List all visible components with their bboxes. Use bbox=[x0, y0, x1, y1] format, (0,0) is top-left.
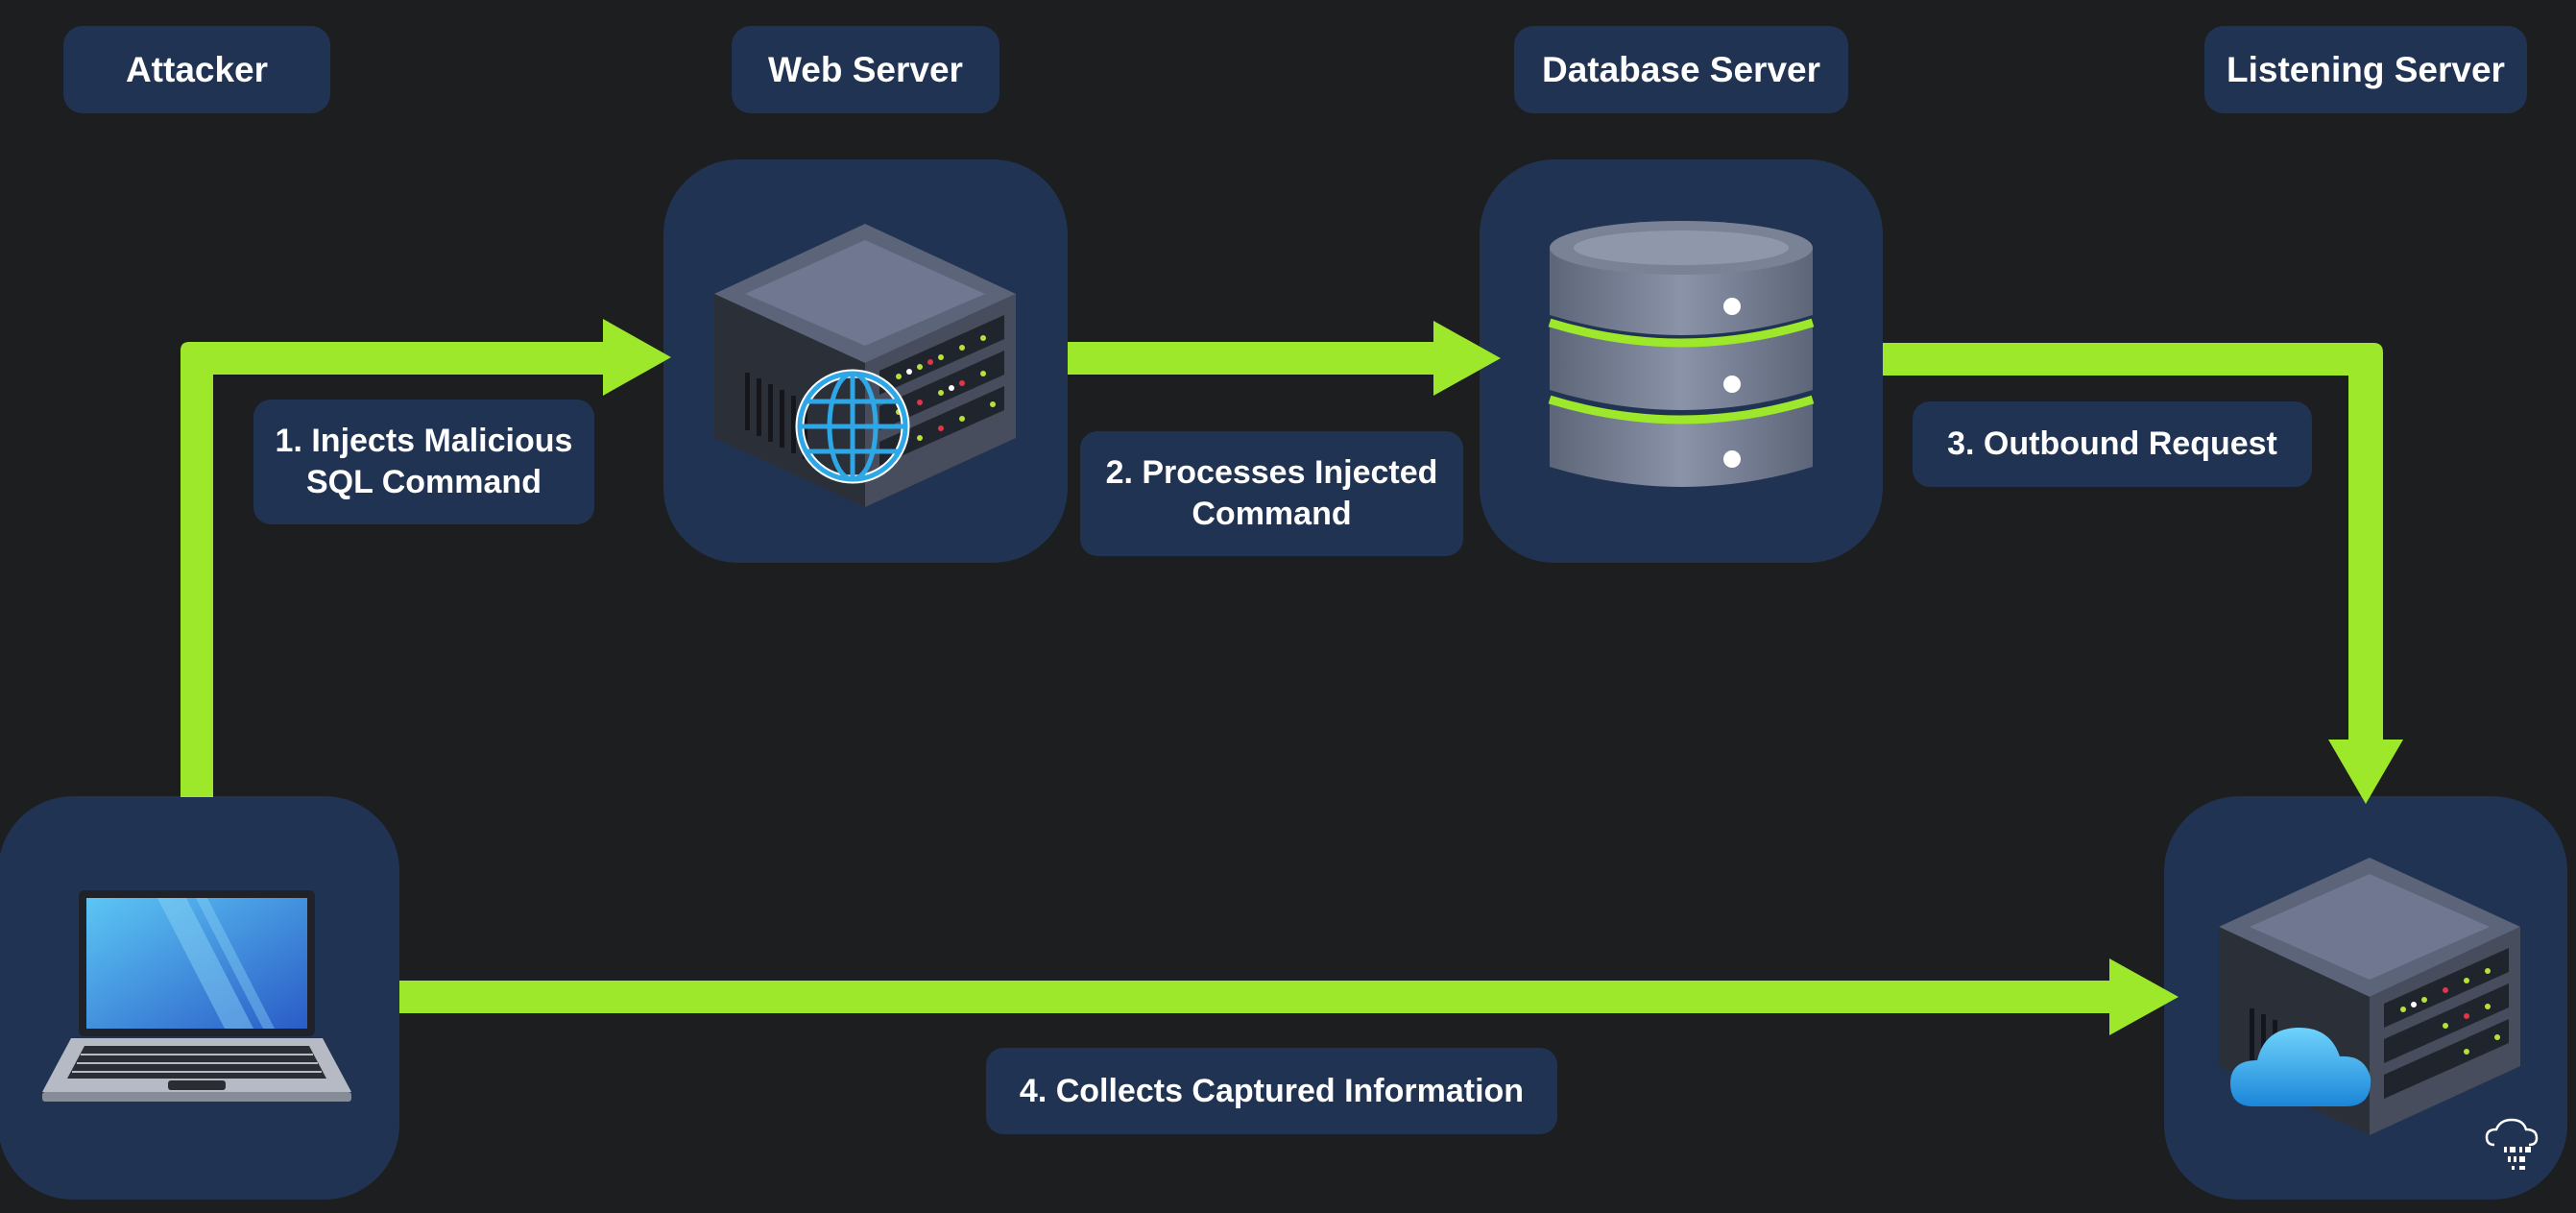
laptop-icon bbox=[42, 890, 351, 1102]
header-attacker: Attacker bbox=[63, 26, 330, 113]
database-icon bbox=[1548, 221, 1815, 487]
arrow-step3 bbox=[1883, 343, 2403, 804]
arrow-step1 bbox=[181, 319, 671, 797]
step2-label: 2. Processes Injected Command bbox=[1080, 431, 1463, 556]
step1-label: 1. Injects Malicious SQL Command bbox=[253, 400, 594, 524]
step4-label: 4. Collects Captured Information bbox=[986, 1048, 1557, 1134]
step2-line1: 2. Processes Injected bbox=[1105, 454, 1438, 491]
cloud-binary-icon bbox=[2485, 1118, 2539, 1170]
cloud-server-icon bbox=[2219, 858, 2520, 1135]
header-listening-server: Listening Server bbox=[2204, 26, 2527, 113]
step1-line2: SQL Command bbox=[306, 464, 542, 500]
header-database-server: Database Server bbox=[1514, 26, 1848, 113]
arrow-step4 bbox=[399, 958, 2179, 1035]
step1-line1: 1. Injects Malicious bbox=[275, 423, 573, 459]
web-server-globe-icon bbox=[714, 224, 1016, 507]
step2-line2: Command bbox=[1192, 496, 1352, 532]
step3-label: 3. Outbound Request bbox=[1913, 401, 2312, 487]
arrow-step2 bbox=[1068, 321, 1501, 396]
header-web-server: Web Server bbox=[732, 26, 999, 113]
